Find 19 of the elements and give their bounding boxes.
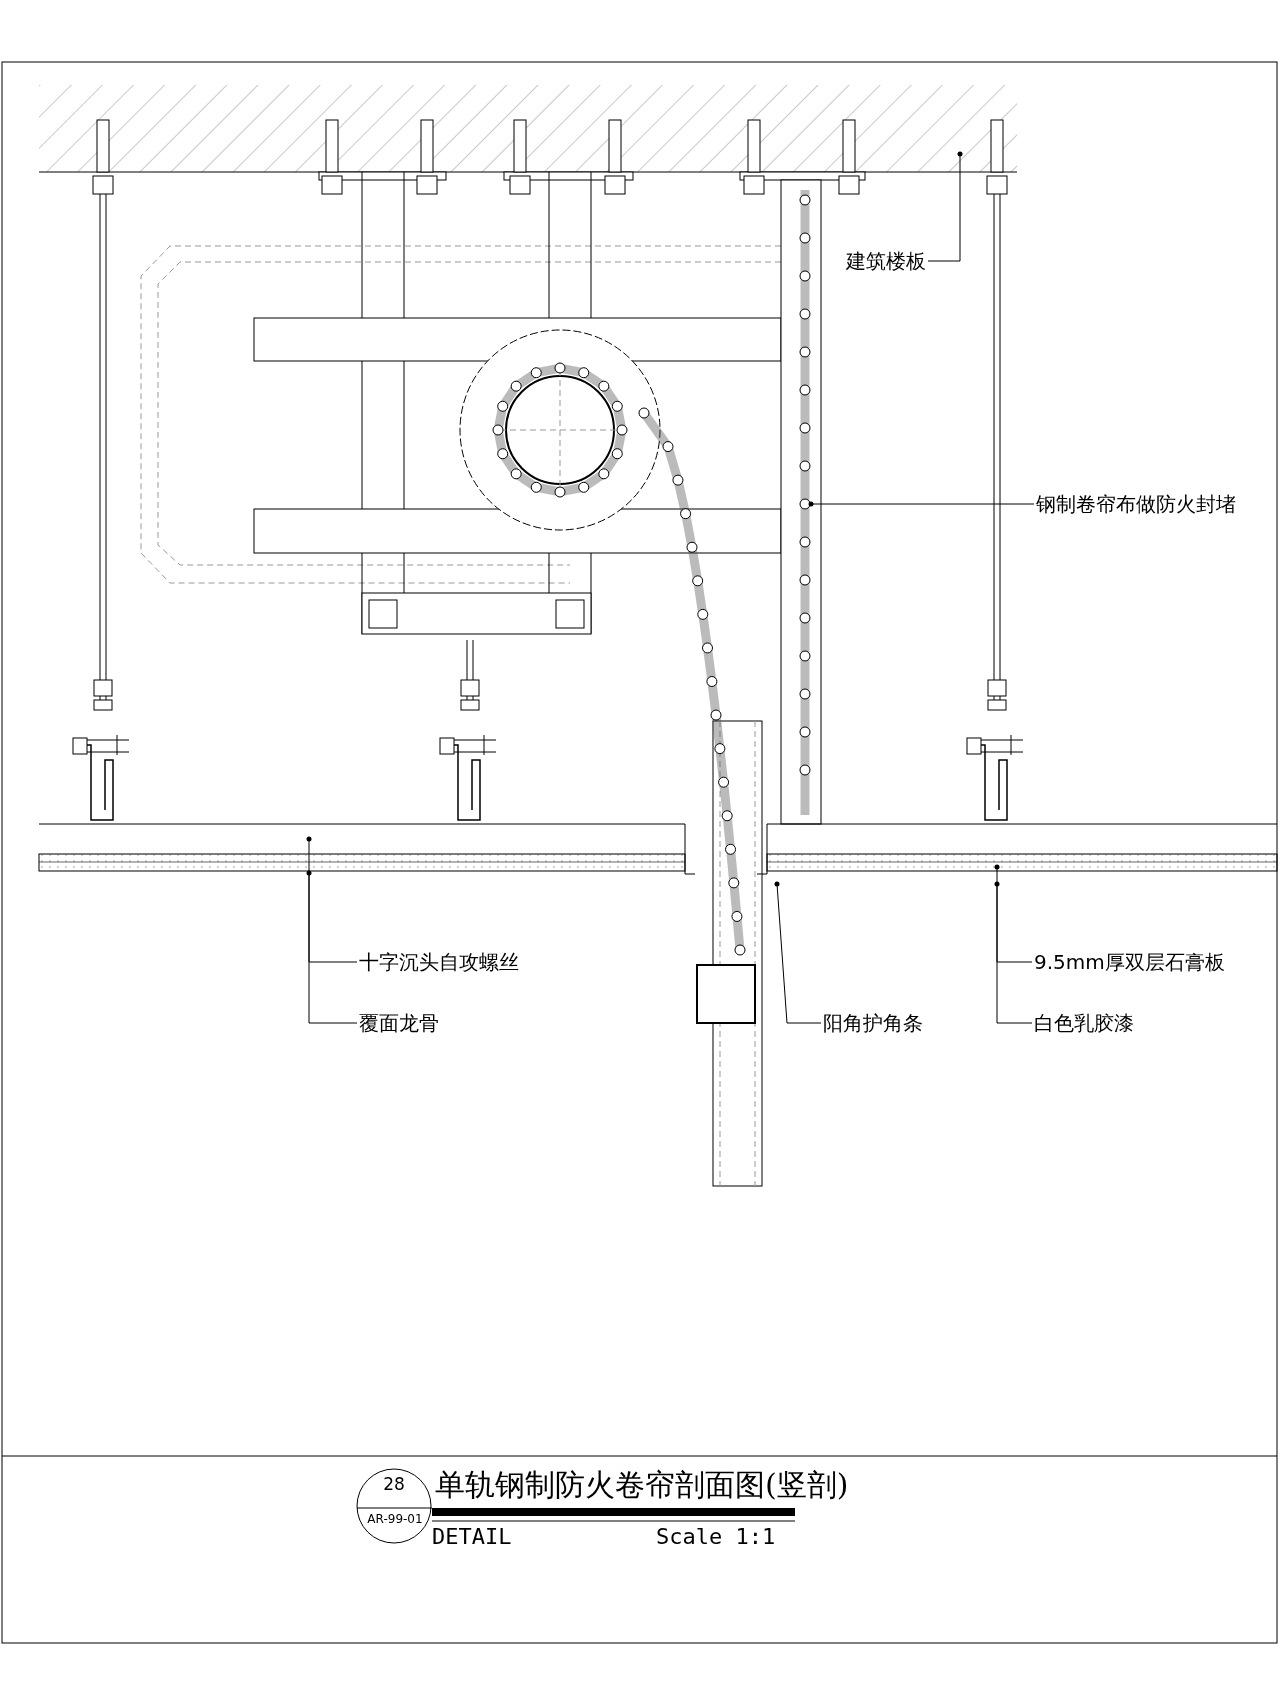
scale-text: Scale 1:1 <box>656 1526 776 1548</box>
detail-reference-text: AR-99-01 <box>366 1513 424 1525</box>
drawing-title: 单轨钢制防火卷帘剖面图(竖剖) <box>435 1466 849 1504</box>
detail-reference-text: 28 <box>382 1476 406 1493</box>
callout-label: 建筑楼板 <box>846 248 926 274</box>
leader-line <box>808 501 1035 507</box>
view-type-text: DETAIL <box>432 1526 512 1548</box>
callout-label: 十字沉头自攻螺丝 <box>359 949 519 975</box>
callout-label: 钢制卷帘布做防火封堵 <box>1036 491 1236 517</box>
leader-line <box>306 836 358 1024</box>
callout-label: 覆面龙骨 <box>359 1010 439 1036</box>
callout-label: 白色乳胶漆 <box>1034 1010 1134 1036</box>
leader-line <box>306 870 358 963</box>
callout-label: 阳角护角条 <box>823 1010 923 1036</box>
leader-line <box>774 881 822 1024</box>
leader-line <box>994 881 1033 1024</box>
leader-line <box>927 151 963 262</box>
leader-line <box>994 864 1033 963</box>
callout-label: 9.5mm厚双层石膏板 <box>1034 949 1225 975</box>
